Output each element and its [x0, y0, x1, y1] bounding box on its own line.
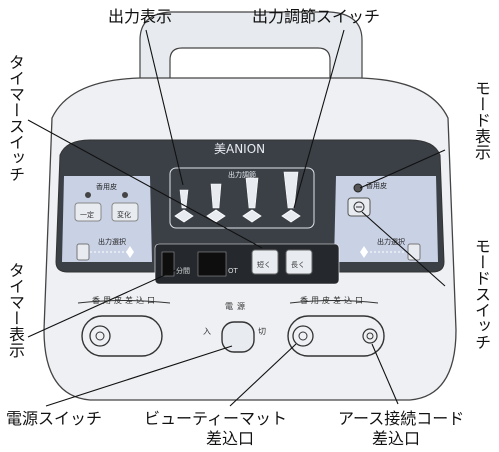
left-mode-panel	[62, 176, 152, 262]
mode-led-1	[85, 192, 91, 198]
timer-button-long[interactable]	[285, 249, 313, 275]
timer-unit-2: OT	[228, 267, 238, 275]
power-switch[interactable]	[221, 321, 255, 353]
beauty-mat-inlet[interactable]	[292, 325, 314, 347]
earth-cord-inlet[interactable]	[362, 328, 378, 344]
mode-right-caption: 香用皮	[366, 182, 387, 190]
timer-display-1	[161, 251, 175, 277]
port-right-caption: 香用皮差込口	[300, 296, 366, 305]
output-select-left-knob[interactable]	[76, 243, 90, 261]
power-off-label: 切	[258, 327, 266, 336]
timer-button-long-label: 長く	[291, 261, 305, 269]
callout-earth-cord-inlet-1: アース接続コード	[338, 409, 465, 428]
output-adjust-knobs	[174, 209, 301, 223]
callout-beauty-mat-inlet-1: ビューティーマット	[144, 409, 288, 428]
mode-led-2	[122, 192, 128, 198]
beauty-mat-port-right[interactable]	[287, 315, 385, 357]
callout-earth-cord-inlet-2: 差込口	[372, 429, 421, 448]
mode-button-2[interactable]	[111, 202, 139, 222]
mode-button-1-label: 一定	[80, 211, 94, 219]
output-select-left-caption: 出力選択	[98, 238, 126, 246]
mode-left-caption: 香用皮	[96, 183, 117, 191]
power-caption: 電源	[225, 302, 249, 311]
callout-mode-switch: モードスイッチ	[472, 238, 491, 350]
callout-mode-display: モード表示	[472, 80, 491, 160]
mode-button-2-label: 変化	[117, 211, 131, 219]
output-select-right-knob[interactable]	[407, 243, 421, 261]
callout-output-display: 出力表示	[108, 7, 173, 26]
port-left-caption: 香用皮差込口	[92, 296, 158, 305]
timer-display-2	[197, 251, 227, 277]
timer-button-short-label: 短く	[257, 261, 271, 269]
callout-lines	[27, 29, 446, 407]
timer-unit-1: 分間	[176, 267, 190, 275]
mode-display-led	[353, 183, 363, 193]
output-adjust-caption: 出力調節	[228, 171, 256, 179]
callout-beauty-mat-inlet-2: 差込口	[206, 429, 255, 448]
output-select-right-caption: 出力選択	[377, 238, 405, 246]
callout-power-switch: 電源スイッチ	[6, 409, 103, 428]
timer-button-short[interactable]	[251, 249, 279, 275]
mode-button-1[interactable]	[74, 202, 102, 222]
power-on-label: 入	[203, 327, 211, 336]
callout-timer-display: タイマー表示	[6, 262, 25, 358]
output-level-bars	[179, 171, 299, 209]
callout-output-adjust-switch: 出力調節スイッチ	[252, 7, 381, 26]
callout-timer-switch: タイマースイッチ	[6, 54, 25, 182]
brand-logo: 美ANION	[214, 142, 266, 156]
